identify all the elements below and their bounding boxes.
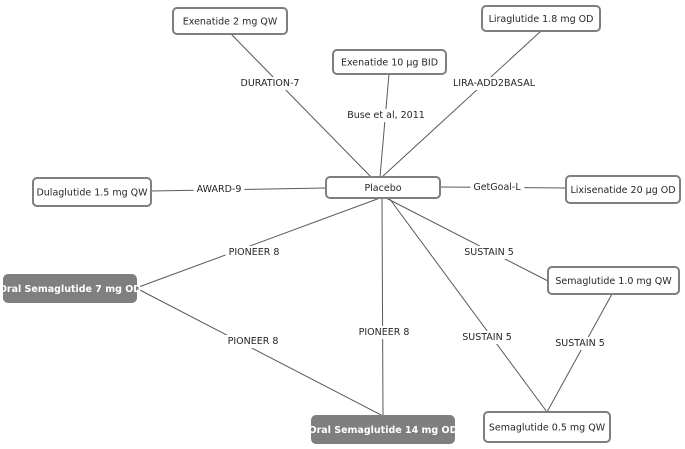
edge-label-background	[355, 326, 413, 339]
edge-label-background	[193, 183, 245, 196]
node-box	[565, 175, 681, 204]
edge-label: SUSTAIN 5	[462, 332, 512, 343]
edge-label-group: DURATION-7	[237, 77, 303, 90]
node-box	[547, 266, 680, 295]
node-placebo: Placebo	[325, 176, 441, 199]
edge-semaglutide_10mg_qw-semaglutide_05mg_qw	[546, 293, 613, 413]
node-box	[325, 176, 441, 199]
edge-label: LIRA-ADD2BASAL	[453, 78, 536, 89]
node-semaglutide-10mg-qw: Semaglutide 1.0 mg QW	[547, 266, 680, 295]
node-label: Exenatide 2 mg QW	[183, 17, 278, 28]
node-label: Lixisenatide 20 µg OD	[570, 185, 675, 196]
edge-label-group: Buse et al, 2011	[344, 109, 428, 122]
edge-label: SUSTAIN 5	[555, 338, 605, 349]
nodes-layer: Placebo Exenatide 2 mg QW Exenatide 10 µg …	[0, 5, 681, 444]
edge-label-group: SUSTAIN 5	[459, 331, 515, 344]
edge-label: Buse et al, 2011	[347, 110, 425, 121]
edge-label: PIONEER 8	[359, 327, 410, 338]
edge-placebo-oral_semaglutide_14mg_od	[381, 197, 384, 417]
node-label: Placebo	[364, 183, 401, 194]
edge-label: PIONEER 8	[229, 247, 280, 258]
node-box	[481, 5, 601, 32]
node-label: Oral Semaglutide 7 mg OD	[0, 284, 141, 295]
edge-label-background	[459, 331, 515, 344]
edge-label-group: SUSTAIN 5	[552, 337, 608, 350]
edge-label-background	[225, 246, 283, 259]
node-exenatide-10ug-bid: Exenatide 10 µg BID	[332, 49, 447, 75]
edge-label-group: LIRA-ADD2BASAL	[449, 77, 539, 90]
edges-layer	[135, 30, 613, 417]
node-dulaglutide-15mg-qw: Dulaglutide 1.5 mg QW	[32, 177, 152, 207]
edge-label: GetGoal-L	[473, 182, 521, 193]
edge-label-background	[449, 77, 539, 90]
node-box	[172, 7, 288, 35]
edge-placebo-liraglutide_18mg_od	[381, 30, 542, 178]
edge-label: SUSTAIN 5	[464, 247, 514, 258]
edge-label-background	[461, 246, 517, 259]
node-box	[332, 49, 447, 75]
edge-placebo-semaglutide_05mg_qw	[388, 197, 548, 413]
edge-label-background	[237, 77, 303, 90]
edge-placebo-oral_semaglutide_7mg_od	[135, 197, 381, 289]
edge-label-group: PIONEER 8	[355, 326, 413, 339]
node-label: Dulaglutide 1.5 mg QW	[36, 188, 148, 199]
edge-label: DURATION-7	[241, 78, 300, 89]
edge-label-group: GetGoal-L	[470, 181, 525, 194]
node-label: Semaglutide 0.5 mg QW	[489, 423, 606, 434]
edge-label: PIONEER 8	[228, 336, 279, 347]
edge-label: AWARD-9	[197, 184, 242, 195]
node-box	[3, 274, 137, 303]
edge-label-group: SUSTAIN 5	[461, 246, 517, 259]
node-oral-semaglutide-14mg-od: Oral Semaglutide 14 mg OD	[309, 415, 458, 444]
node-box	[32, 177, 152, 207]
edge-label-group: AWARD-9	[193, 183, 245, 196]
edge-label-background	[224, 335, 282, 348]
edge-placebo-exenatide_2mg_qw	[230, 33, 372, 178]
edge-label-background	[470, 181, 525, 194]
node-exenatide-2mg-qw: Exenatide 2 mg QW	[172, 7, 288, 35]
node-label: Exenatide 10 µg BID	[341, 58, 438, 69]
node-box	[311, 415, 455, 444]
edge-oral_semaglutide_7mg_od-oral_semaglutide_14mg_od	[135, 287, 384, 417]
edge-label-group: PIONEER 8	[225, 246, 283, 259]
node-semaglutide-05mg-qw: Semaglutide 0.5 mg QW	[483, 411, 611, 443]
edge-placebo-exenatide_10ug_bid	[379, 73, 390, 178]
node-box	[483, 411, 611, 443]
edge-placebo-semaglutide_10mg_qw	[385, 197, 549, 282]
node-oral-semaglutide-7mg-od: Oral Semaglutide 7 mg OD	[0, 274, 141, 303]
node-label: Oral Semaglutide 14 mg OD	[309, 425, 458, 436]
edge-label-group: PIONEER 8	[224, 335, 282, 348]
node-liraglutide-18mg-od: Liraglutide 1.8 mg OD	[481, 5, 601, 32]
node-label: Semaglutide 1.0 mg QW	[555, 276, 672, 287]
node-lixisenatide-20ug-od: Lixisenatide 20 µg OD	[565, 175, 681, 204]
edge-label-background	[552, 337, 608, 350]
edge-label-background	[344, 109, 428, 122]
node-label: Liraglutide 1.8 mg OD	[489, 14, 594, 25]
